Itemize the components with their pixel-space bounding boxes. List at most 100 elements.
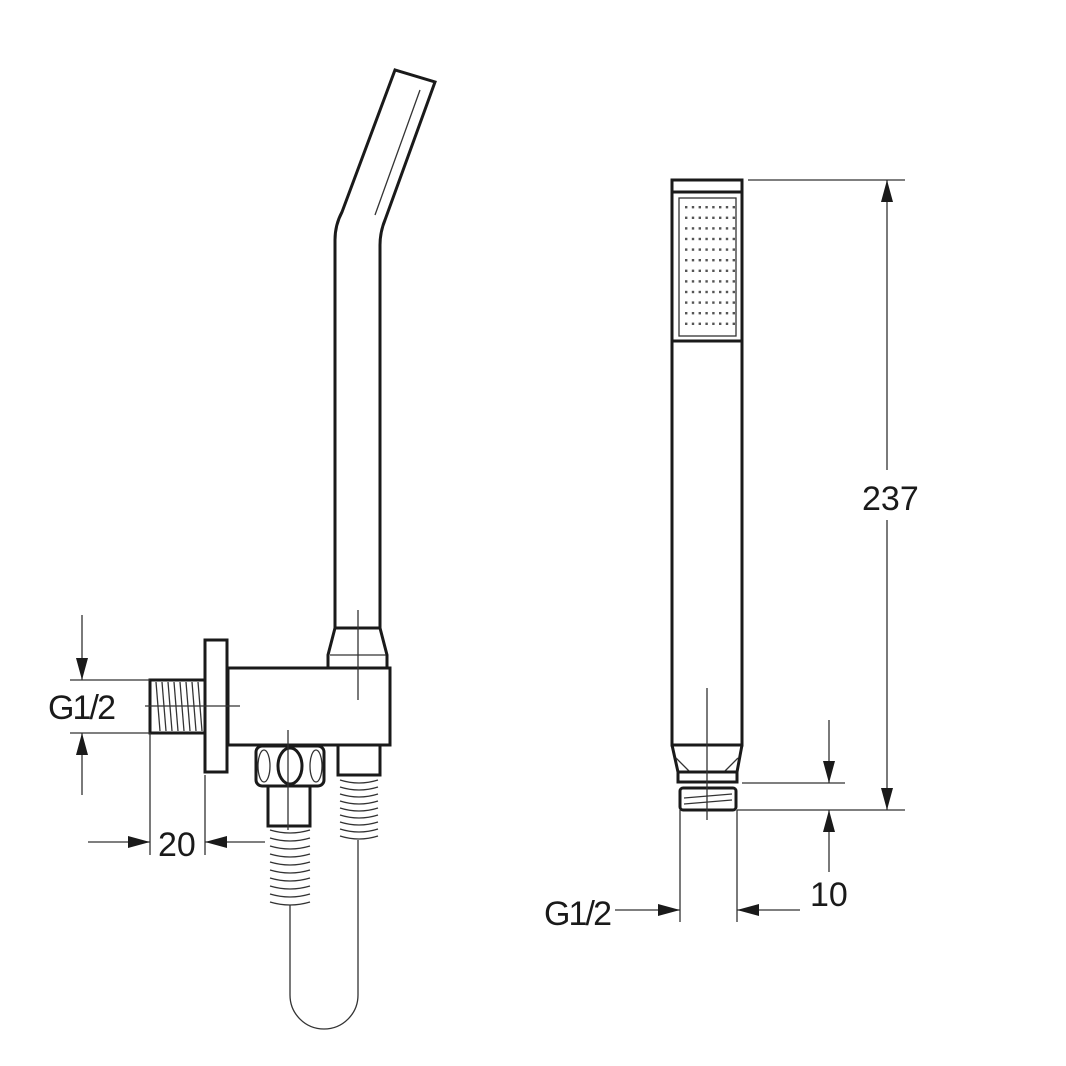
nozzle-dot <box>725 322 729 325</box>
nozzle-dot <box>685 237 688 241</box>
nozzle-dot <box>712 312 715 315</box>
nozzle-dot <box>705 301 708 304</box>
outlet-body <box>226 666 392 747</box>
nozzle-dot <box>719 259 722 262</box>
nozzle-dot <box>732 290 735 294</box>
holder-arm <box>333 68 437 628</box>
nozzle-dot <box>732 312 735 315</box>
nozzle-dot <box>685 322 688 325</box>
nozzle-dot <box>685 227 688 230</box>
nozzle-dot <box>732 227 735 230</box>
nozzle-dot <box>725 227 729 230</box>
nozzle-dot <box>698 216 701 219</box>
nozzle-dot <box>725 206 729 209</box>
nozzle-dot <box>712 290 715 294</box>
connector-length-label: 10 <box>810 876 848 914</box>
nozzle-dot <box>725 216 729 219</box>
nozzle-dot <box>685 301 688 304</box>
dimension-height: 237 <box>737 179 919 811</box>
nozzle-dot <box>732 206 735 209</box>
dimension-connector-thread: G1/2 <box>544 810 800 933</box>
dimension-inlet-length: 20 <box>88 733 265 864</box>
nozzle-dot <box>705 216 708 219</box>
nozzle-dot <box>691 259 695 262</box>
nozzle-dot <box>698 269 701 272</box>
nozzle-dot <box>719 227 722 230</box>
nozzle-dot <box>698 248 701 251</box>
nozzle-dot <box>691 248 695 251</box>
nozzle-dot <box>685 248 688 251</box>
nozzle-dot <box>691 216 695 219</box>
nozzle-dot <box>685 259 688 262</box>
nozzle-dot <box>691 322 695 325</box>
nozzle-dot <box>732 248 735 251</box>
nozzle-dot <box>691 290 695 294</box>
nozzle-dot <box>705 237 708 241</box>
nozzle-dot <box>685 280 688 283</box>
nozzle-dot <box>705 280 708 283</box>
nozzle-dot <box>712 237 715 241</box>
nozzle-dot <box>732 280 735 283</box>
nozzle-dot <box>719 290 722 294</box>
nozzle-dot <box>691 237 695 241</box>
hose-coils <box>269 779 379 906</box>
connector-thread <box>678 786 738 812</box>
nozzle-dot <box>705 290 708 294</box>
nozzle-dot <box>725 248 729 251</box>
nozzle-dot <box>712 322 715 325</box>
nozzle-dot <box>698 290 701 294</box>
nozzle-dot <box>698 237 701 241</box>
nozzle-dot <box>719 301 722 304</box>
dimension-connector-length: 10 <box>742 720 848 914</box>
nozzle-dot <box>725 312 729 315</box>
nozzle-dot <box>719 248 722 251</box>
nozzle-dot <box>732 237 735 241</box>
nozzle-dot <box>725 237 729 241</box>
nozzle-dot <box>719 216 722 219</box>
spray-face <box>678 197 737 337</box>
nozzle-dot <box>685 290 688 294</box>
nozzle-dot <box>719 237 722 241</box>
nozzle-dot <box>725 280 729 283</box>
nozzle-dot <box>698 322 701 325</box>
nozzle-dot <box>691 301 695 304</box>
nozzle-dot <box>712 248 715 251</box>
nozzle-dot <box>712 301 715 304</box>
connector-thread-label: G1/2 <box>544 895 612 933</box>
nozzle-dot <box>691 206 695 209</box>
nozzle-dot <box>698 301 701 304</box>
nozzle-dot <box>725 269 729 272</box>
nozzle-dot <box>691 269 695 272</box>
nozzle-dot <box>691 312 695 315</box>
nozzle-dot <box>719 280 722 283</box>
shower-body <box>670 178 744 747</box>
wall-outlet-with-holder: G1/2 20 <box>48 68 437 1030</box>
nozzle-dot <box>712 216 715 219</box>
inlet-length-label: 20 <box>158 826 196 864</box>
nozzle-dot <box>712 206 715 209</box>
nozzle-dot <box>705 269 708 272</box>
nozzle-dot <box>691 280 695 283</box>
nozzle-dot <box>698 227 701 230</box>
height-label: 237 <box>862 480 919 518</box>
dimension-inlet-thread: G1/2 <box>48 615 150 795</box>
nozzle-dot <box>732 216 735 219</box>
inlet-thread-label: G1/2 <box>48 689 116 727</box>
nozzle-dot <box>705 206 708 209</box>
nozzle-dot <box>732 259 735 262</box>
nozzle-dot <box>705 312 708 315</box>
nozzle-dot <box>698 206 701 209</box>
nozzle-dot <box>705 322 708 325</box>
nozzle-dot <box>705 259 708 262</box>
nozzle-dot <box>719 269 722 272</box>
nozzle-dot <box>732 269 735 272</box>
nozzle-dot <box>685 216 688 219</box>
nozzle-dot <box>725 290 729 294</box>
nozzle-dot <box>732 322 735 325</box>
nozzle-dot <box>712 269 715 272</box>
nozzle-dot <box>705 227 708 230</box>
holder-outlet <box>336 743 382 777</box>
nozzle-dot <box>698 312 701 315</box>
nozzle-dot <box>685 312 688 315</box>
